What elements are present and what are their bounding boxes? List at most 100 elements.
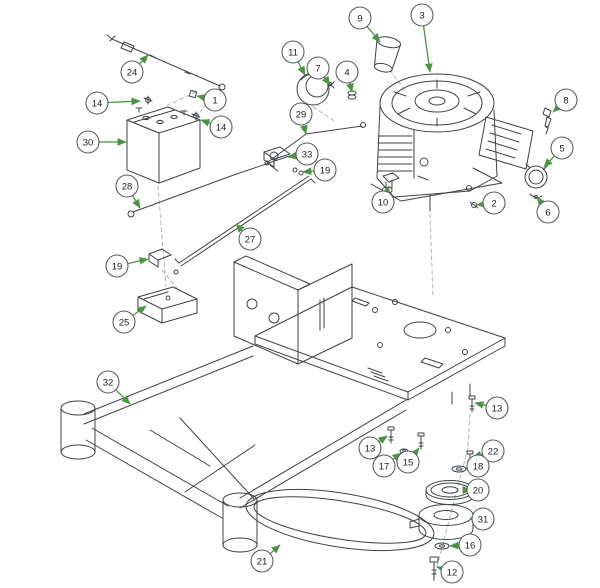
callout-6[interactable]: 6 bbox=[536, 196, 560, 224]
callout-8[interactable]: 8 bbox=[552, 88, 578, 113]
callout-balloon bbox=[335, 60, 359, 84]
washer-upper bbox=[451, 465, 467, 473]
drive-belt bbox=[245, 488, 435, 552]
callout-number: 16 bbox=[465, 540, 476, 551]
clip bbox=[529, 193, 543, 199]
callout-12[interactable]: 12 bbox=[436, 560, 464, 584]
link-rod bbox=[174, 175, 316, 267]
callout-balloon bbox=[471, 507, 495, 531]
callout-number: 14 bbox=[216, 122, 227, 133]
leader-arrow bbox=[200, 119, 211, 127]
callout-balloon bbox=[85, 91, 109, 115]
callout-balloon bbox=[105, 254, 129, 278]
callout-number: 6 bbox=[545, 207, 550, 218]
callout-number: 33 bbox=[302, 149, 313, 160]
callout-19[interactable]: 19 bbox=[105, 254, 149, 278]
callout-13[interactable]: 13 bbox=[358, 435, 388, 460]
callout-number: 2 bbox=[491, 198, 496, 209]
callout-29[interactable]: 29 bbox=[289, 102, 313, 135]
callout-15[interactable]: 15 bbox=[396, 447, 420, 474]
callout-number: 11 bbox=[288, 47, 298, 58]
callout-32[interactable]: 32 bbox=[96, 370, 131, 405]
callout-27[interactable]: 27 bbox=[235, 223, 262, 251]
callout-number: 1 bbox=[212, 95, 217, 106]
canister bbox=[373, 36, 401, 73]
assembly-axis-lines bbox=[157, 69, 471, 583]
callout-10[interactable]: 10 bbox=[371, 185, 395, 214]
callout-21[interactable]: 21 bbox=[250, 544, 281, 573]
leader-arrow bbox=[476, 200, 486, 208]
clutch-stop-bolt bbox=[417, 432, 425, 450]
callout-20[interactable]: 20 bbox=[462, 478, 490, 502]
battery bbox=[126, 106, 201, 184]
callout-5[interactable]: 5 bbox=[543, 136, 574, 168]
callout-balloon bbox=[536, 200, 560, 224]
callout-number: 17 bbox=[379, 461, 390, 472]
fuel-pump-bracket bbox=[382, 172, 400, 194]
callout-30[interactable]: 30 bbox=[76, 130, 127, 154]
leader-arrow bbox=[321, 75, 331, 86]
callout-33[interactable]: 33 bbox=[287, 142, 319, 166]
leader-arrow bbox=[552, 103, 562, 113]
leader-arrow bbox=[269, 544, 281, 555]
callout-14[interactable]: 14 bbox=[85, 91, 141, 115]
callout-2[interactable]: 2 bbox=[476, 191, 506, 215]
callout-number: 30 bbox=[83, 137, 94, 148]
leader-arrow bbox=[410, 447, 420, 458]
callout-balloon bbox=[358, 436, 382, 460]
leader-arrow bbox=[474, 401, 487, 409]
callout-3[interactable]: 3 bbox=[410, 3, 434, 73]
callout-7[interactable]: 7 bbox=[306, 56, 331, 86]
callout-balloon bbox=[313, 158, 337, 182]
crankshaft-bolt bbox=[429, 556, 439, 581]
leader-arrow bbox=[543, 155, 555, 168]
callout-number: 24 bbox=[127, 67, 138, 78]
callout-number: 12 bbox=[447, 567, 458, 578]
callout-11[interactable]: 11 bbox=[281, 40, 306, 76]
callout-number: 10 bbox=[378, 197, 389, 208]
callout-16[interactable]: 16 bbox=[449, 533, 482, 557]
deck-bolt-left bbox=[387, 426, 395, 444]
leader-arrow bbox=[107, 97, 141, 106]
callout-number: 20 bbox=[473, 485, 484, 496]
callout-balloon bbox=[372, 454, 396, 478]
spark-plug bbox=[542, 107, 552, 135]
callout-14[interactable]: 14 bbox=[200, 115, 233, 139]
callout-28[interactable]: 28 bbox=[115, 174, 141, 209]
callout-balloon bbox=[76, 130, 100, 154]
callout-number: 18 bbox=[473, 461, 484, 472]
callout-number: 22 bbox=[488, 446, 499, 457]
callout-13[interactable]: 13 bbox=[474, 396, 509, 420]
callout-number: 9 bbox=[357, 13, 362, 24]
callout-balloon bbox=[466, 478, 490, 502]
callout-17[interactable]: 17 bbox=[372, 452, 402, 478]
leader-arrow bbox=[127, 257, 149, 265]
callout-balloon bbox=[209, 115, 233, 139]
callout-number: 29 bbox=[296, 109, 307, 120]
callout-24[interactable]: 24 bbox=[120, 54, 149, 84]
callout-9[interactable]: 9 bbox=[348, 6, 381, 43]
callout-number: 7 bbox=[315, 63, 320, 74]
callout-25[interactable]: 25 bbox=[112, 305, 147, 334]
callout-balloon bbox=[554, 88, 578, 112]
callout-balloon bbox=[466, 454, 490, 478]
connector-block bbox=[148, 248, 179, 275]
leader-arrow bbox=[235, 223, 245, 233]
callout-19[interactable]: 19 bbox=[302, 158, 337, 182]
leader-arrow bbox=[346, 82, 354, 93]
chassis-frame bbox=[60, 255, 506, 553]
callout-number: 19 bbox=[320, 165, 331, 176]
callout-number: 32 bbox=[103, 377, 114, 388]
callout-4[interactable]: 4 bbox=[335, 60, 359, 93]
callout-18[interactable]: 18 bbox=[464, 454, 490, 478]
callout-number: 31 bbox=[478, 514, 489, 525]
leader-arrow bbox=[139, 54, 149, 65]
leader-arrow bbox=[196, 94, 207, 102]
callout-1[interactable]: 1 bbox=[196, 88, 227, 112]
callout-balloon bbox=[295, 142, 319, 166]
callout-balloon bbox=[481, 439, 505, 463]
callout-31[interactable]: 31 bbox=[469, 507, 495, 531]
callout-balloon bbox=[281, 40, 305, 64]
callout-balloon bbox=[371, 190, 395, 214]
